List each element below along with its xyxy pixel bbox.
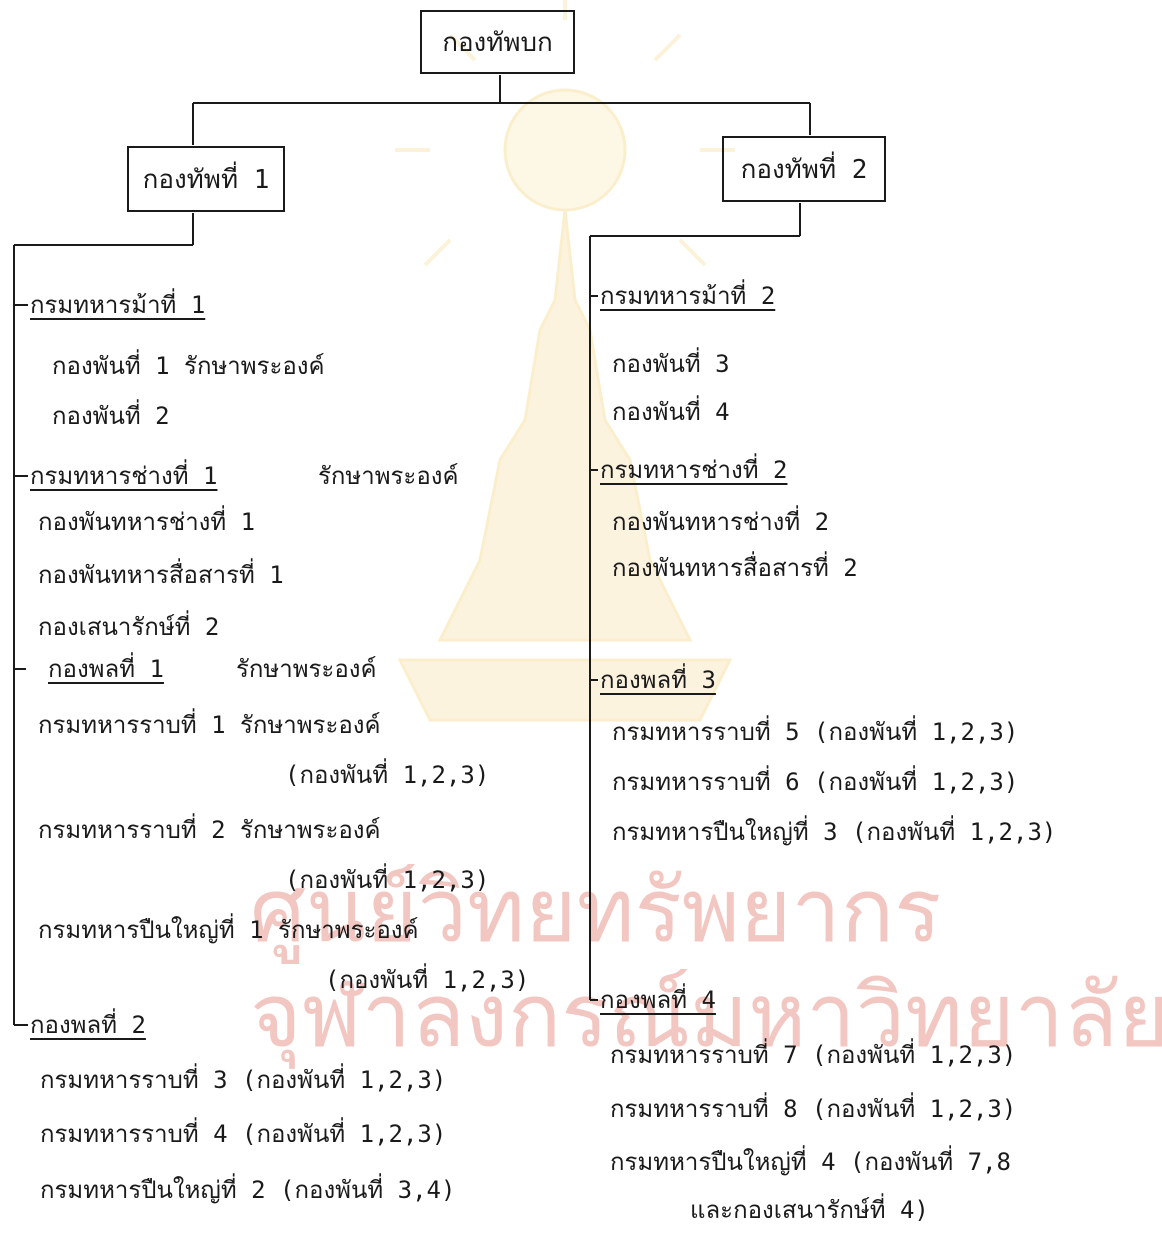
- a2-div4-item-3: กรมทหารปืนใหญ่ที่ 4 (กองพันที่ 7,8: [610, 1148, 1012, 1176]
- a1-cavalry-heading: กรมทหารม้าที่ 1: [30, 291, 206, 319]
- a1-div1-item-4: (กองพันที่ 1,2,3): [285, 866, 490, 894]
- a2-cavalry-item-2: กองพันที่ 4: [612, 398, 730, 426]
- army2-label: กองทัพที่ 2: [740, 154, 868, 185]
- a1-div1-item-3: กรมทหารราบที่ 2 รักษาพระองค์: [38, 816, 381, 844]
- army2-box: กองทัพที่ 2: [722, 136, 886, 202]
- a1-div1-item-1: กรมทหารราบที่ 1 รักษาพระองค์: [38, 711, 381, 739]
- a1-div2-item-1: กรมทหารราบที่ 3 (กองพันที่ 1,2,3): [40, 1066, 447, 1094]
- a2-engineers-item-1: กองพันทหารช่างที่ 2: [612, 508, 830, 536]
- university-seal-watermark: [395, 0, 735, 722]
- a1-div1-suffix: รักษาพระองค์: [236, 655, 377, 683]
- a1-div1-heading: กองพลที่ 1: [48, 655, 164, 683]
- watermark-line-2: จุฬาลงกรณ์มหาวิทยาลัย: [250, 964, 1162, 1067]
- army1-label: กองทัพที่ 1: [142, 164, 270, 195]
- a2-div3-item-2: กรมทหารราบที่ 6 (กองพันที่ 1,2,3): [612, 768, 1019, 796]
- a1-div2-item-3: กรมทหารปืนใหญ่ที่ 2 (กองพันที่ 3,4): [40, 1176, 456, 1204]
- a2-div3-heading: กองพลที่ 3: [600, 666, 716, 694]
- a1-engineers-heading: กรมทหารช่างที่ 1: [30, 462, 218, 490]
- a2-engineers-item-2: กองพันทหารสื่อสารที่ 2: [612, 554, 858, 582]
- a1-cavalry-item-1: กองพันที่ 1 รักษาพระองค์: [52, 352, 325, 380]
- a1-engineers-item-3: กองเสนารักษ์ที่ 2: [38, 613, 220, 641]
- root-label: กองทัพบก: [442, 27, 553, 58]
- a2-engineers-heading: กรมทหารช่างที่ 2: [600, 456, 788, 484]
- army1-box: กองทัพที่ 1: [127, 146, 285, 212]
- a1-div2-item-2: กรมทหารราบที่ 4 (กองพันที่ 1,2,3): [40, 1120, 447, 1148]
- a2-div4-item-4: และกองเสนารักษ์ที่ 4): [690, 1196, 929, 1224]
- a2-div4-item-2: กรมทหารราบที่ 8 (กองพันที่ 1,2,3): [610, 1095, 1017, 1123]
- a2-div3-item-1: กรมทหารราบที่ 5 (กองพันที่ 1,2,3): [612, 718, 1019, 746]
- a1-div1-item-2: (กองพันที่ 1,2,3): [285, 761, 490, 789]
- a1-div1-item-5: กรมทหารปืนใหญ่ที่ 1 รักษาพระองค์: [38, 916, 419, 944]
- a1-engineers-item-2: กองพันทหารสื่อสารที่ 1: [38, 561, 284, 589]
- a1-div2-heading: กองพลที่ 2: [30, 1011, 146, 1039]
- a1-cavalry-item-2: กองพันที่ 2: [52, 402, 170, 430]
- a2-cavalry-heading: กรมทหารม้าที่ 2: [600, 282, 776, 310]
- a2-div4-item-1: กรมทหารราบที่ 7 (กองพันที่ 1,2,3): [610, 1041, 1017, 1069]
- a1-engineers-suffix: รักษาพระองค์: [318, 462, 459, 490]
- root-box: กองทัพบก: [420, 10, 575, 74]
- a1-div1-item-6: (กองพันที่ 1,2,3): [325, 966, 530, 994]
- a2-cavalry-item-1: กองพันที่ 3: [612, 350, 730, 378]
- a2-div4-heading: กองพลที่ 4: [600, 986, 716, 1014]
- a1-engineers-item-1: กองพันทหารช่างที่ 1: [38, 508, 256, 536]
- watermark-line-1: ศูนย์วิทยทรัพยากร: [250, 859, 942, 962]
- a2-div3-item-3: กรมทหารปืนใหญ่ที่ 3 (กองพันที่ 1,2,3): [612, 818, 1057, 846]
